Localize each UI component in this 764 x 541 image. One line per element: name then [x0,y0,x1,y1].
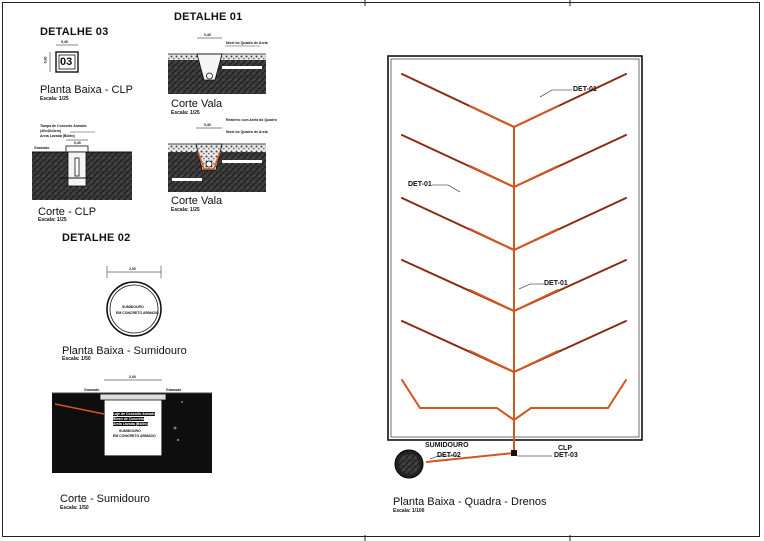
sumidouro-plan-inner1: SUMIDOURO [122,305,144,309]
sumidouro-plan-scale: Escala: 1/50 [62,356,91,362]
sumidouro-section-scale: Escala: 1/50 [60,505,89,511]
sumidouro-section-drawing [52,379,212,473]
clp-section-note3: Areia Lavada (Bidim) [40,134,75,138]
clp-section-drawing [32,131,132,200]
clp-section-note2: (40x40x3cm) [40,129,62,133]
vala2-note1: Reaterro com Areia do Quadro [226,118,277,122]
sumidouro-plan-drawing [106,266,162,337]
sumidouro-section-dim: 2,00 [129,375,136,379]
vala2-title: Corte Vala [171,195,223,207]
sumidouro-plan-inner2: EM CONCRETO ARMADO [116,311,159,315]
sumidouro-section-side2: Bloco de Concreto [113,417,145,421]
vala-section-2 [168,127,266,192]
vala-section-1 [168,37,266,94]
vala1-note: Nível do Quadro de Areia [226,41,268,45]
clp-section-dim: 0,40 [74,141,81,145]
vala2-note2: Nível do Quadro de Areia [226,130,268,134]
det03-tag: DET-03 [554,452,578,459]
sumidouro-section-inner2: EM CONCRETO ARMADO [113,434,156,438]
clp-plan-code: 03 [60,56,73,68]
clp-label: CLP [558,445,572,452]
clp-plan-title: Planta Baixa - CLP [40,84,133,96]
vala1-title: Corte Vala [171,98,223,110]
sheet-ticks [364,0,571,541]
clp-section-note1: Tampa de Concreto Armado [40,124,87,128]
clp-section-scale: Escala: 1/25 [38,217,67,223]
sumidouro-section-side3: Areia Lavada (Bidim) [113,422,148,426]
vala2-scale: Escala: 1/25 [171,207,200,213]
sumidouro-section-side1: Laje de Concreto Armado [113,412,156,416]
det02-tag: DET-02 [437,452,461,459]
vala2-dim: 0,40 [204,123,211,127]
quadra-title: Planta Baixa - Quadra - Drenos [393,496,547,508]
clp-section-ground: Gramado [34,146,50,150]
clp-plan-dim-side: 0,40 [43,56,48,64]
quadra-drain-plan [387,55,643,479]
clp-plan-drawing [49,44,79,73]
sumidouro-section-inner1: SUMIDOURO [119,429,141,433]
detalhe-01-heading: DETALHE 01 [174,11,243,23]
det01-tag-top: DET-01 [573,86,597,93]
sumidouro-section-title: Corte - Sumidouro [60,493,150,505]
vala1-dim: 0,40 [204,33,211,37]
sumidouro-section-ground2: Gramado [166,388,182,392]
det01-tag-left: DET-01 [408,181,432,188]
sumidouro-label: SUMIDOURO [425,442,469,449]
detalhe-03-heading: DETALHE 03 [40,26,109,38]
sumidouro-plan-dim: 2,00 [129,267,136,271]
detalhe-02-heading: DETALHE 02 [62,232,131,244]
clp-plan-dim: 0,40 [61,40,68,44]
quadra-scale: Escala: 1/100 [393,508,425,514]
sumidouro-plan-title: Planta Baixa - Sumidouro [62,345,187,357]
sumidouro-section-ground1: Gramado [84,388,100,392]
clp-plan-scale: Escala: 1/25 [40,96,69,102]
det01-tag-middle: DET-01 [544,280,568,287]
vala1-scale: Escala: 1/25 [171,110,200,116]
clp-section-title: Corte - CLP [38,206,97,218]
